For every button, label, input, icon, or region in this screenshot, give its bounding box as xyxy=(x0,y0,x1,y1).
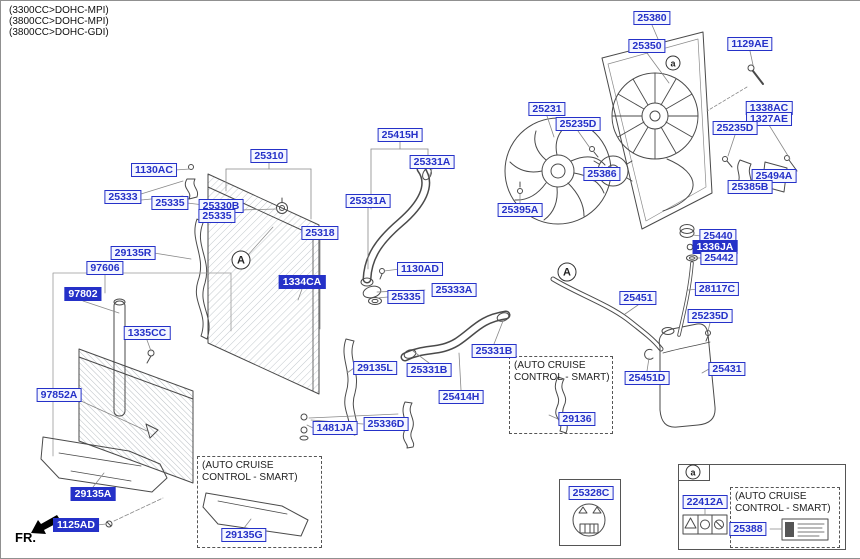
radiator-drawing xyxy=(184,164,320,395)
part-label-1335CC[interactable]: 1335CC xyxy=(123,326,171,340)
part-label-25431[interactable]: 25431 xyxy=(708,362,746,376)
lower-hose-drawing xyxy=(400,310,511,362)
condenser-drawing xyxy=(52,272,232,484)
legend-box xyxy=(678,464,846,550)
engine-variant-line: (3800CC>DOHC-MPI) xyxy=(9,16,109,27)
part-label-29135G[interactable]: 29135G xyxy=(221,528,267,542)
part-label-25231[interactable]: 25231 xyxy=(528,102,566,116)
auto-cruise-note-text: (AUTO CRUISE xyxy=(202,460,274,471)
part-label-25380[interactable]: 25380 xyxy=(633,11,671,25)
part-label-25328C[interactable]: 25328C xyxy=(568,486,614,500)
part-label-25395A[interactable]: 25395A xyxy=(497,203,543,217)
part-label-25333A[interactable]: 25333A xyxy=(431,283,477,297)
part-label-25335[interactable]: 25335 xyxy=(151,196,189,210)
part-label-97802[interactable]: 97802 xyxy=(64,287,102,301)
part-label-25331B[interactable]: 25331B xyxy=(471,344,517,358)
part-label-25350[interactable]: 25350 xyxy=(628,39,666,53)
part-label-25385B[interactable]: 25385B xyxy=(727,180,773,194)
part-label-25442[interactable]: 25442 xyxy=(700,251,738,265)
air-guard-smart-drawing xyxy=(202,492,309,537)
part-label-25235D[interactable]: 25235D xyxy=(555,117,601,131)
circle-marker-A: A xyxy=(231,250,251,270)
part-label-28117C[interactable]: 28117C xyxy=(694,282,740,296)
part-label-22412A[interactable]: 22412A xyxy=(682,495,728,509)
legend-marker-cell xyxy=(679,465,710,481)
reservoir-drawing xyxy=(550,224,716,428)
circle-marker-a: a xyxy=(665,55,681,71)
part-label-25440[interactable]: 25440 xyxy=(699,229,737,243)
part-label-97852A[interactable]: 97852A xyxy=(36,388,82,402)
auto-cruise-note-text: (AUTO CRUISE xyxy=(514,360,586,371)
part-label-1125AD[interactable]: 1125AD xyxy=(53,518,99,532)
part-label-25333[interactable]: 25333 xyxy=(104,190,142,204)
engine-variant-line: (3800CC>DOHC-GDI) xyxy=(9,27,109,38)
engine-variant-line: (3300CC>DOHC-MPI) xyxy=(9,5,109,16)
part-label-25235D[interactable]: 25235D xyxy=(687,309,733,323)
part-label-29135A[interactable]: 29135A xyxy=(70,487,116,501)
part-label-25414H[interactable]: 25414H xyxy=(438,390,484,404)
part-label-25494A[interactable]: 25494A xyxy=(751,169,797,183)
smart-cruise-label-drawing xyxy=(781,518,829,541)
part-label-29135R[interactable]: 29135R xyxy=(110,246,156,260)
part-label-25318[interactable]: 25318 xyxy=(301,226,339,240)
auto-cruise-note-text: (AUTO CRUISE xyxy=(735,491,807,502)
part-label-29135L[interactable]: 29135L xyxy=(353,361,397,375)
caution-label-box xyxy=(559,479,621,546)
part-label-25335[interactable]: 25335 xyxy=(198,209,236,223)
bolt-1129ae xyxy=(706,64,764,112)
part-label-29136[interactable]: 29136 xyxy=(558,412,596,426)
part-label-1130AD[interactable]: 1130AD xyxy=(397,262,443,276)
fan-shroud-drawing xyxy=(601,31,713,230)
auto-cruise-note-text: CONTROL - SMART) xyxy=(735,503,831,514)
part-label-1327AE[interactable]: 1327AE xyxy=(746,112,792,126)
part-label-25235D[interactable]: 25235D xyxy=(712,121,758,135)
part-label-1334CA[interactable]: 1334CA xyxy=(278,275,326,289)
part-label-97606[interactable]: 97606 xyxy=(86,261,124,275)
part-label-1338AC[interactable]: 1338AC xyxy=(745,101,793,115)
part-label-25336D[interactable]: 25336D xyxy=(363,417,409,431)
part-label-25451D[interactable]: 25451D xyxy=(624,371,670,385)
part-label-25388[interactable]: 25388 xyxy=(729,522,767,536)
caution-strip-label-drawing xyxy=(682,514,728,535)
part-label-25415H[interactable]: 25415H xyxy=(377,128,423,142)
auto-cruise-note-text: CONTROL - SMART) xyxy=(202,472,298,483)
part-label-1130AC[interactable]: 1130AC xyxy=(131,163,177,177)
circle-marker-a: a xyxy=(685,464,701,480)
part-label-25331A[interactable]: 25331A xyxy=(345,194,391,208)
auto-cruise-note-text: CONTROL - SMART) xyxy=(514,372,610,383)
circle-marker-A: A xyxy=(557,262,577,282)
part-label-25310[interactable]: 25310 xyxy=(250,149,288,163)
part-label-25331B[interactable]: 25331B xyxy=(406,363,452,377)
fr-direction-label: FR. xyxy=(15,530,36,545)
part-label-25451[interactable]: 25451 xyxy=(619,291,657,305)
engine-variant-list: (3300CC>DOHC-MPI) (3800CC>DOHC-MPI) (380… xyxy=(9,5,109,38)
caution-round-label-drawing xyxy=(572,503,606,537)
part-label-25331A[interactable]: 25331A xyxy=(409,155,455,169)
part-label-1481JA[interactable]: 1481JA xyxy=(312,421,358,435)
part-label-25335[interactable]: 25335 xyxy=(387,290,425,304)
part-label-25386[interactable]: 25386 xyxy=(583,167,621,181)
part-label-1129AE[interactable]: 1129AE xyxy=(727,37,773,51)
upper-hose-drawing xyxy=(360,164,432,305)
